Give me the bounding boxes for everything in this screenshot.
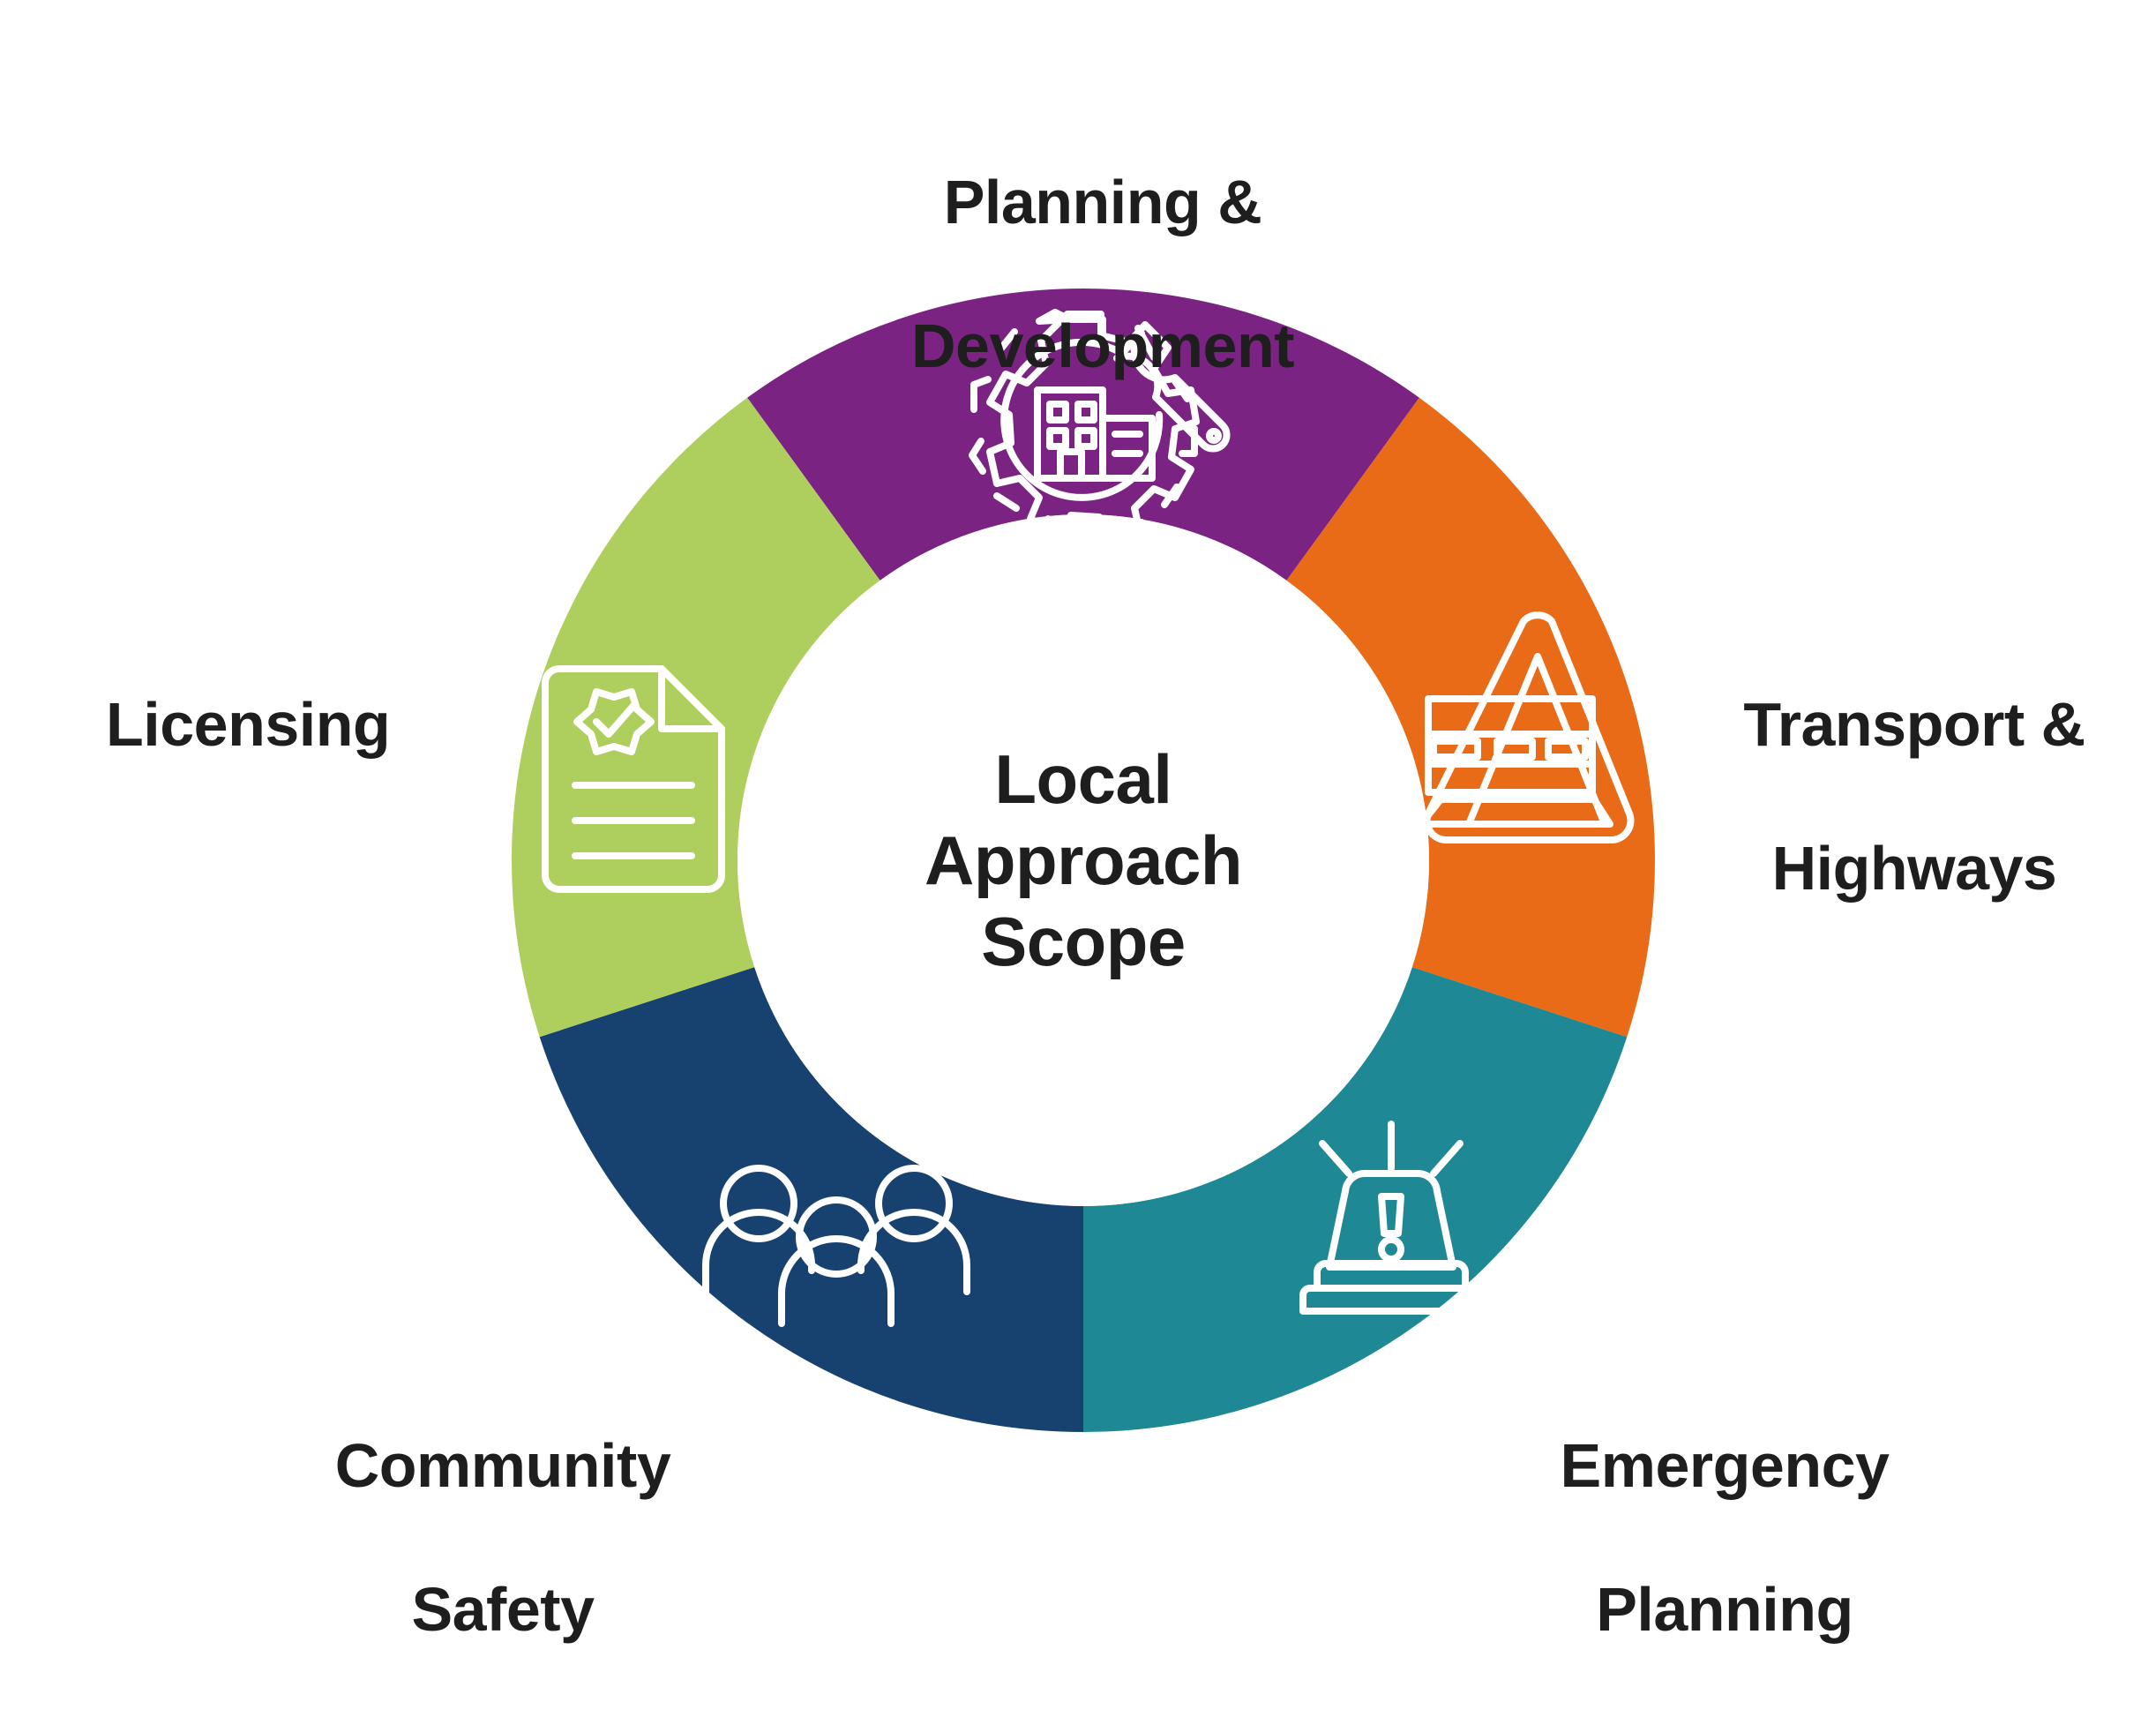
- label-planning-development: Planning & Development: [829, 95, 1376, 454]
- label-line-2: Safety: [411, 1574, 595, 1644]
- segment-arc-licensing[interactable]: [512, 397, 880, 1038]
- label-line-1: Transport &: [1743, 690, 2085, 760]
- segment-licensing[interactable]: [512, 397, 880, 1038]
- segment-arc-community-safety[interactable]: [539, 967, 1083, 1432]
- center-text-line-3: Scope: [981, 903, 1186, 981]
- label-licensing: Licensing: [106, 618, 459, 833]
- road-works-warning-icon: [1418, 611, 1635, 844]
- label-line-2: Planning: [1596, 1574, 1853, 1644]
- label-line-2: Development: [910, 311, 1295, 380]
- segment-arc-planning-development[interactable]: [747, 289, 1419, 581]
- center-hub-label: Local Approach Scope: [810, 739, 1357, 982]
- label-line-1: Community: [334, 1431, 671, 1501]
- segment-arc-emergency-planning[interactable]: [1083, 967, 1628, 1432]
- label-line-1: Planning &: [943, 168, 1262, 237]
- label-community-safety: Community Safety: [273, 1359, 732, 1717]
- center-text-line-1: Local: [994, 739, 1172, 818]
- emergency-siren-icon: [1299, 1121, 1483, 1315]
- segment-arc-transport-highways[interactable]: [1286, 397, 1655, 1038]
- label-line-1: Licensing: [106, 690, 391, 760]
- segment-community-safety[interactable]: [539, 967, 1083, 1432]
- center-text-line-2: Approach: [924, 821, 1243, 899]
- group-of-people-icon: [702, 1165, 970, 1327]
- segment-emergency-planning[interactable]: [1083, 967, 1628, 1432]
- center-hub: [737, 514, 1429, 1206]
- segment-transport-highways[interactable]: [1286, 397, 1655, 1038]
- label-transport-highways: Transport & Highways: [1681, 618, 2148, 976]
- label-line-1: Emergency: [1560, 1431, 1890, 1501]
- label-emergency-planning: Emergency Planning: [1500, 1359, 1950, 1717]
- certificate-document-icon: [542, 665, 725, 893]
- label-line-2: Highways: [1771, 833, 2057, 903]
